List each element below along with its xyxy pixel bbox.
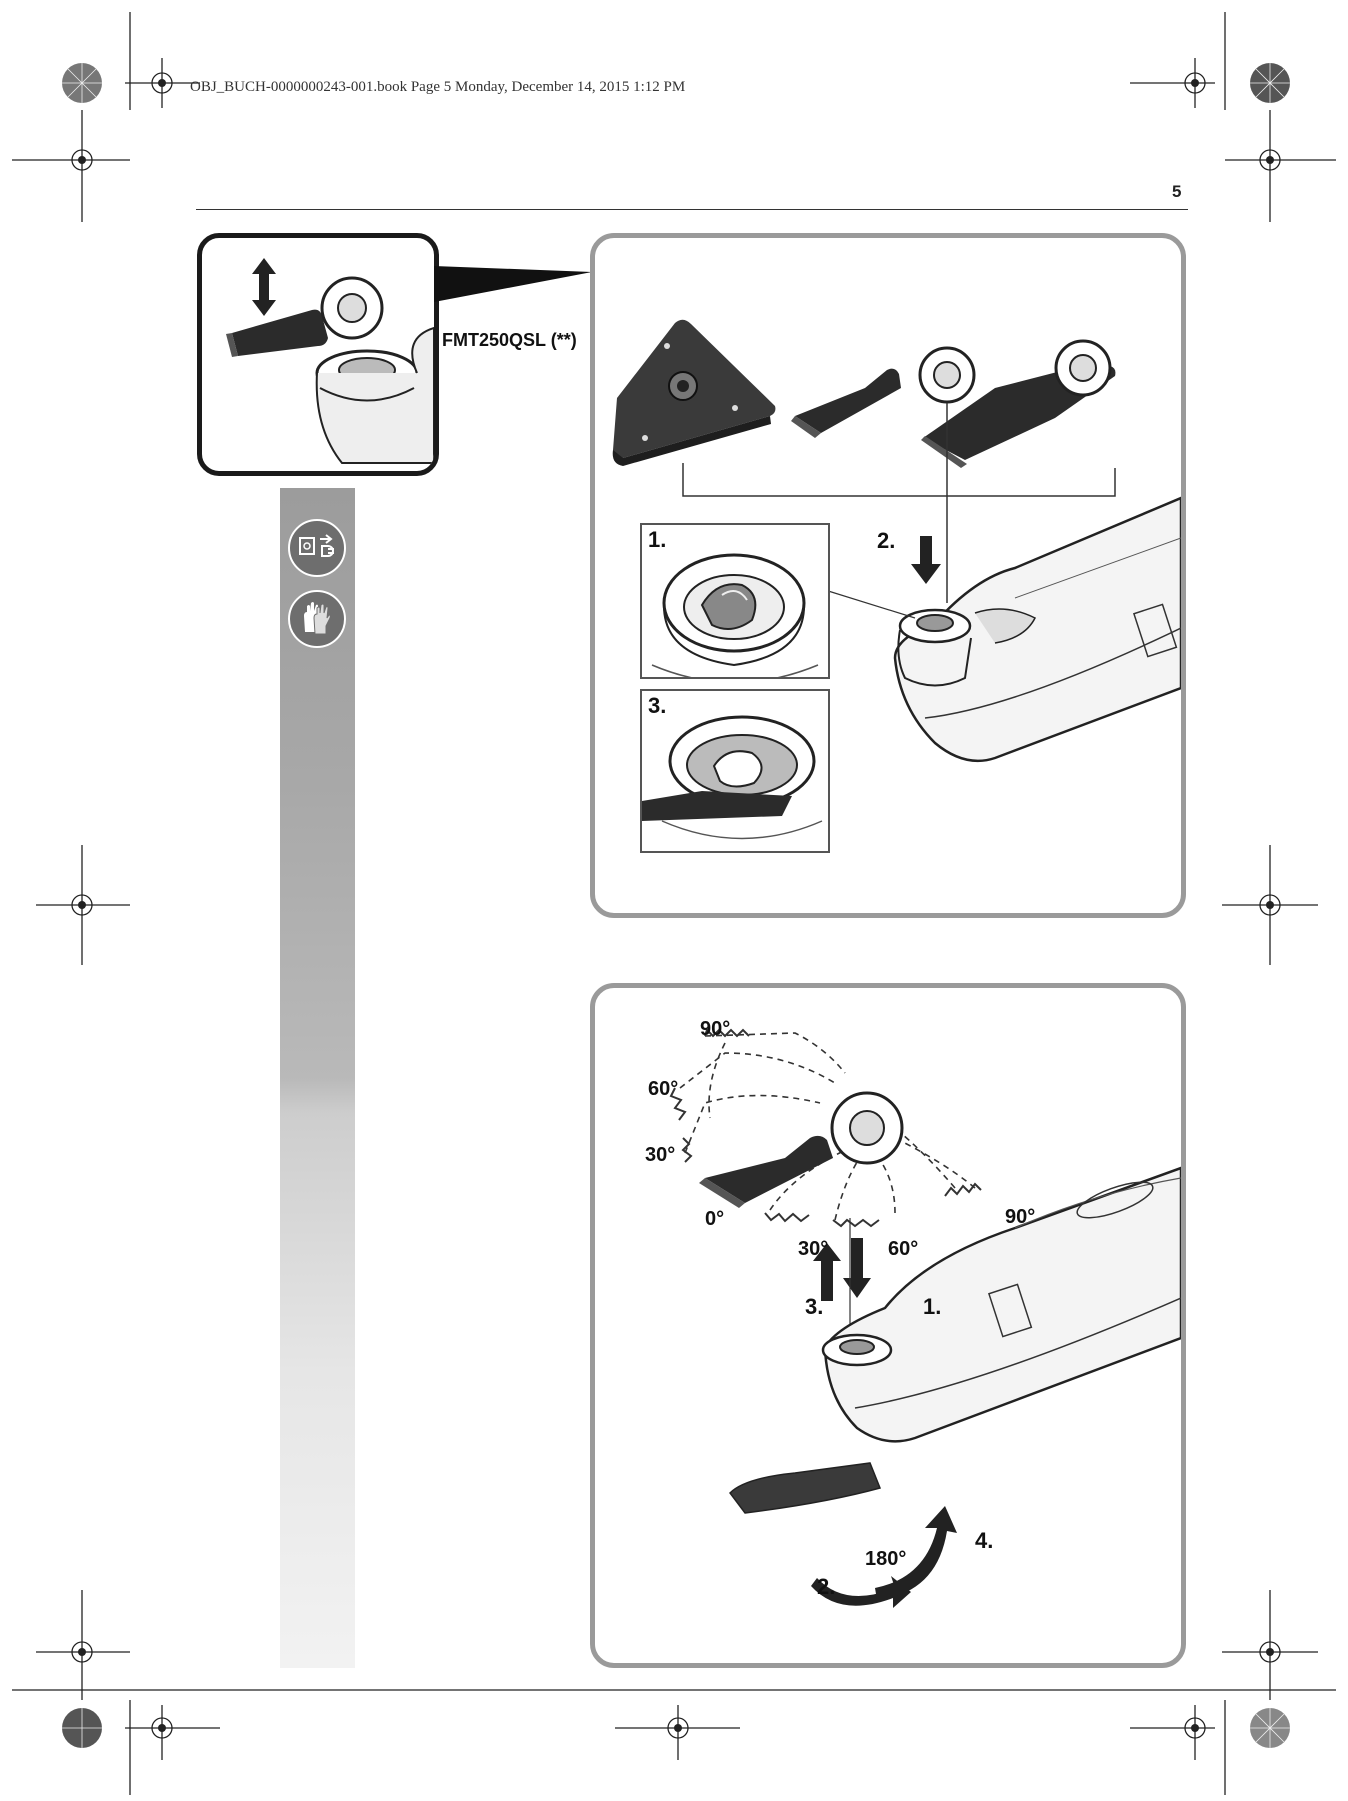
angle-label-60-left: 60° (648, 1078, 679, 1100)
top-step-2-label: 2. (877, 528, 896, 553)
unplug-icon (288, 519, 346, 577)
page-number: 5 (1172, 182, 1182, 201)
angle-label-90-right: 90° (1005, 1206, 1036, 1228)
bottom-step-1-label: 1. (923, 1294, 942, 1319)
top-step-3-label: 3. (648, 693, 667, 718)
bottom-step-2-label: 2. (817, 1574, 836, 1599)
callout-wedge (434, 266, 592, 302)
blade-angle-illustration (669, 1028, 1181, 1608)
angle-label-30-right: 30° (798, 1238, 829, 1260)
angle-label-0: 0° (705, 1208, 725, 1230)
angle-label-180: 180° (865, 1548, 907, 1570)
header-rule (196, 209, 1188, 210)
figure-top-panel: 2. 1. 3. (590, 233, 1186, 918)
angle-label-30-left: 30° (645, 1144, 676, 1166)
detail-frame-1: 1. (640, 523, 830, 679)
model-label: FMT250QSL (**) (442, 330, 577, 350)
detail-inset (197, 233, 439, 476)
chapter-sidebar (280, 488, 355, 1668)
header-file-info: OBJ_BUCH-0000000243-001.book Page 5 Mond… (190, 79, 686, 95)
accessories-illustration (612, 319, 1181, 763)
top-step-1-label: 1. (648, 527, 667, 552)
bottom-step-4-label: 4. (975, 1528, 994, 1553)
figure-bottom-panel: 90° 60° 30° 0° 30° 60° 90° 3. 1. 180° 2.… (590, 983, 1186, 1668)
angle-label-60-right: 60° (888, 1238, 919, 1260)
detail-frame-3: 3. (640, 689, 830, 853)
angle-label-90-left: 90° (700, 1018, 731, 1040)
bottom-step-3-label: 3. (805, 1294, 824, 1319)
gloves-icon (288, 590, 346, 648)
